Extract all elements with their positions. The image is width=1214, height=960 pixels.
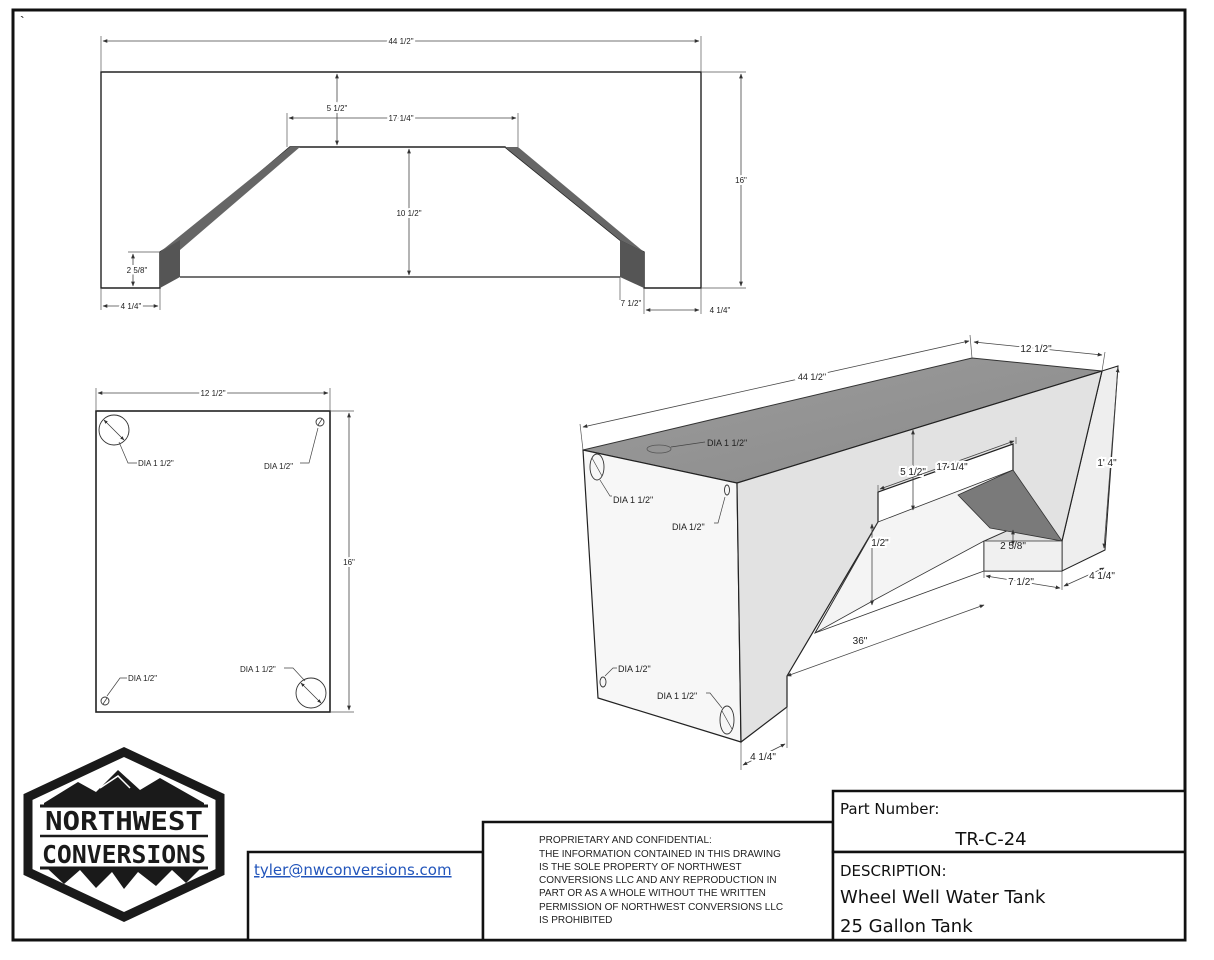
iso-left-port-small-label: DIA 1/2" bbox=[672, 522, 705, 532]
iso-left-port-large bbox=[589, 453, 605, 481]
iso-bottom-port-large-label: DIA 1 1/2" bbox=[657, 691, 697, 701]
iso-dim-notch-gap: 5 1/2" bbox=[900, 467, 926, 478]
iso-bottom-port-large bbox=[719, 705, 735, 735]
front-right-bevel bbox=[505, 147, 644, 252]
notice-box bbox=[481, 820, 835, 942]
iso-dim-step-width: 7 1/2" bbox=[1008, 577, 1034, 588]
iso-bottom-port-small-label: DIA 1/2" bbox=[618, 664, 651, 674]
proprietary-notice: PROPRIETARY AND CONFIDENTIAL: THE INFORM… bbox=[539, 835, 783, 926]
side-view-outline bbox=[95, 410, 331, 713]
title-block: tyler@nwconversions.com PROPRIETARY AND … bbox=[246, 789, 1187, 942]
side-dim-height: 16" bbox=[343, 558, 355, 567]
notice-line: PROPRIETARY AND CONFIDENTIAL: bbox=[539, 835, 712, 846]
dim-left-step: 2 5/8" bbox=[127, 266, 148, 275]
iso-dim-notch-height: 1/2" bbox=[871, 538, 889, 549]
iso-view: DIA 1 1/2" DIA 1 1/2" DIA 1/2" DIA 1/2" … bbox=[579, 334, 1120, 770]
dim-left-foot: 4 1/4" bbox=[121, 302, 142, 311]
dim-right-step: 7 1/2" bbox=[621, 299, 642, 308]
part-number-label: Part Number: bbox=[840, 800, 939, 818]
side-view: 12 1/2" 16" DIA 1 1/2" DIA 1/2" DIA 1/2"… bbox=[95, 387, 357, 713]
front-left-bevel bbox=[160, 147, 300, 252]
front-left-step-face bbox=[160, 240, 180, 288]
iso-dim-length: 44 1/2" bbox=[798, 372, 826, 382]
description-line1: Wheel Well Water Tank bbox=[840, 887, 1046, 908]
dim-top-gap: 5 1/2" bbox=[327, 104, 348, 113]
notice-line: PART OR AS A WHOLE WITHOUT THE WRITTEN bbox=[539, 888, 766, 899]
side-hole-bottom-left bbox=[100, 696, 110, 706]
iso-dim-height: 1' 4" bbox=[1097, 458, 1117, 469]
description-line2: 25 Gallon Tank bbox=[840, 916, 973, 937]
part-number-box bbox=[831, 789, 1187, 854]
side-hole-top-left bbox=[98, 414, 130, 446]
notice-line: IS PROHIBITED bbox=[539, 915, 612, 926]
contact-email-link[interactable]: tyler@nwconversions.com bbox=[254, 861, 452, 879]
description-box bbox=[831, 850, 1187, 942]
notice-line: IS THE SOLE PROPERTY OF NORTHWEST bbox=[539, 862, 742, 873]
part-number-value: TR-C-24 bbox=[954, 829, 1026, 850]
description-label: DESCRIPTION: bbox=[840, 862, 947, 880]
contact-box bbox=[246, 850, 485, 942]
dim-height: 16" bbox=[735, 176, 747, 185]
corner-mark: ` bbox=[20, 13, 25, 29]
side-hole-bottom-left-label: DIA 1/2" bbox=[128, 674, 157, 683]
notice-line: CONVERSIONS LLC AND ANY REPRODUCTION IN bbox=[539, 875, 777, 886]
iso-left-port-small bbox=[724, 484, 730, 496]
mountain-icon bbox=[44, 770, 204, 805]
iso-dim-depth: 12 1/2" bbox=[1020, 344, 1052, 355]
side-hole-top-right-label: DIA 1/2" bbox=[264, 462, 293, 471]
forest-icon bbox=[48, 869, 200, 889]
iso-left-port-large-label: DIA 1 1/2" bbox=[613, 495, 653, 505]
notice-line: PERMISSION OF NORTHWEST CONVERSIONS LLC bbox=[539, 902, 783, 913]
logo-line2: CONVERSIONS bbox=[42, 840, 206, 869]
iso-dim-bottom-length: 36" bbox=[853, 636, 868, 647]
logo-line1: NORTHWEST bbox=[45, 807, 203, 837]
side-dim-width: 12 1/2" bbox=[200, 389, 225, 398]
side-hole-bottom-right-label: DIA 1 1/2" bbox=[240, 665, 276, 674]
iso-top-port bbox=[646, 444, 672, 454]
front-right-step-face bbox=[620, 240, 644, 288]
side-hole-top-right bbox=[315, 417, 325, 427]
iso-dim-right-foot: 4 1/4" bbox=[1089, 571, 1115, 582]
notice-line: THE INFORMATION CONTAINED IN THIS DRAWIN… bbox=[539, 849, 781, 860]
iso-dim-left-foot: 4 1/4" bbox=[750, 752, 776, 763]
dim-notch-height: 10 1/2" bbox=[396, 209, 421, 218]
company-logo: NORTHWEST CONVERSIONS bbox=[23, 747, 225, 922]
iso-dim-notch-width: 17 1/4" bbox=[936, 462, 968, 473]
dim-notch-top-width: 17 1/4" bbox=[388, 114, 413, 123]
front-view: 44 1/2" 16" 5 1/2" 17 1/4" 10 1/2" 2 5/8… bbox=[100, 35, 749, 317]
iso-dim-step-height: 2 5/8" bbox=[1000, 541, 1026, 552]
dim-overall-width: 44 1/2" bbox=[388, 37, 413, 46]
dim-right-foot: 4 1/4" bbox=[710, 306, 731, 315]
side-hole-bottom-right bbox=[295, 677, 327, 709]
front-view-outline bbox=[100, 71, 702, 289]
iso-bottom-port-small bbox=[599, 676, 607, 688]
side-hole-top-left-label: DIA 1 1/2" bbox=[138, 459, 174, 468]
iso-top-port-label: DIA 1 1/2" bbox=[707, 438, 747, 448]
